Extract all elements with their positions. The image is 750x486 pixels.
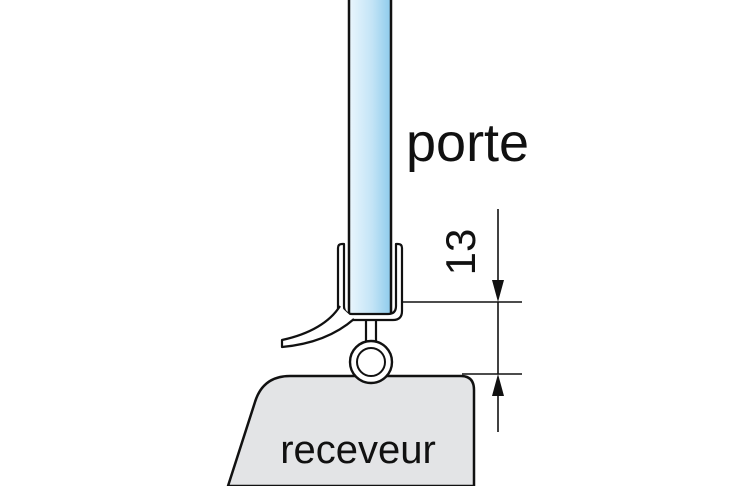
door-label: porte bbox=[406, 113, 529, 173]
dimension-arrow-down bbox=[492, 280, 504, 302]
seal-flexible-lip bbox=[280, 305, 355, 349]
dimension-value: 13 bbox=[437, 229, 484, 276]
shower-tray bbox=[226, 374, 476, 486]
glass-door-panel bbox=[347, 0, 393, 319]
seal-bulb-inner bbox=[356, 347, 386, 377]
tray-label: receveur bbox=[280, 428, 436, 472]
dimension-arrow-up bbox=[492, 374, 504, 396]
seal-stem bbox=[364, 320, 378, 344]
